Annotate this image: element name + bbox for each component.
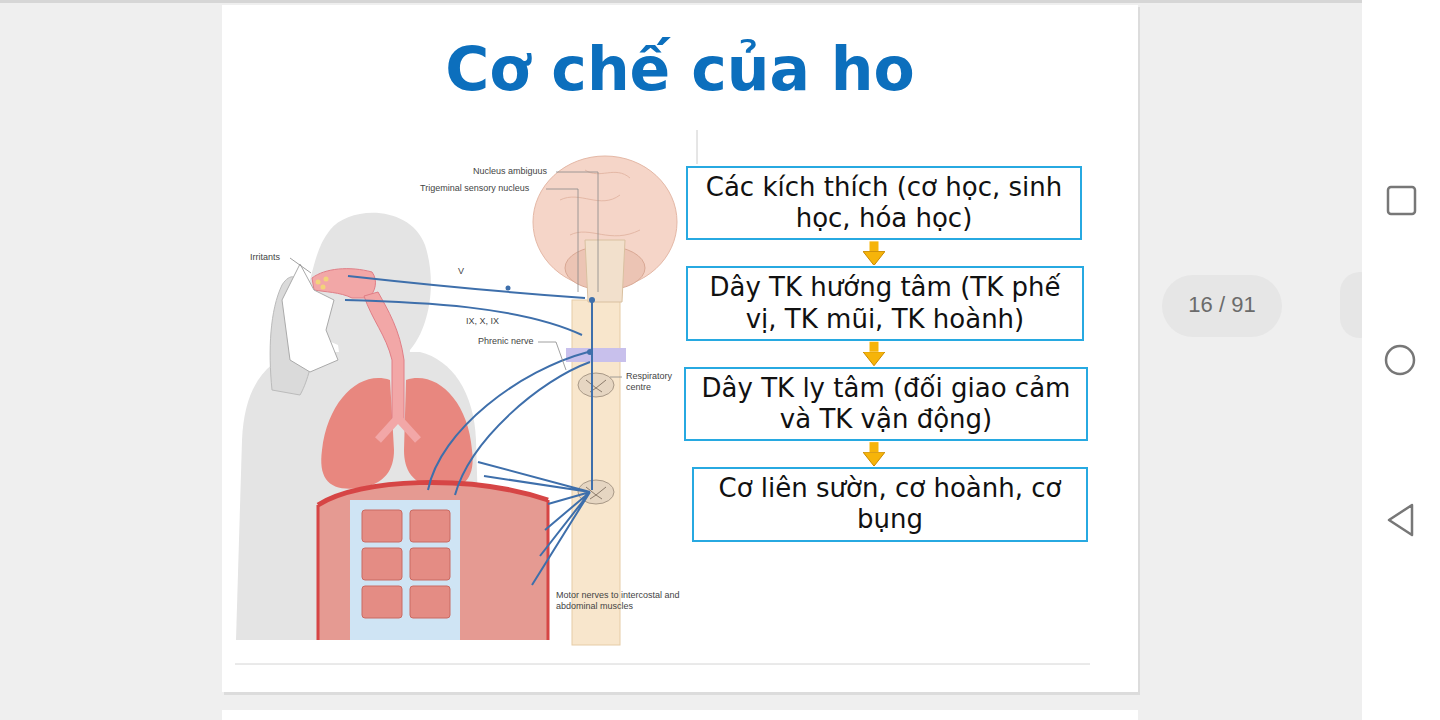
box-text: Dây TK hướng tâm (TK phế vị, TK mũi, TK … xyxy=(696,272,1074,334)
next-slide xyxy=(222,710,1138,720)
box-text: Cơ liên sườn, cơ hoành, cơ bụng xyxy=(702,473,1078,535)
rectus-block xyxy=(410,548,450,580)
diaphragm xyxy=(318,482,548,505)
grey-matter xyxy=(586,380,606,392)
process-box: Các kích thích (cơ học, sinh học, hóa họ… xyxy=(686,166,1082,240)
page-pill xyxy=(1162,275,1282,337)
trachea xyxy=(364,292,404,420)
abdominal-wall xyxy=(318,482,548,640)
top-edge xyxy=(0,0,1362,3)
rectus-block xyxy=(362,586,402,618)
phrenic-nerve xyxy=(455,362,590,495)
leader-lines xyxy=(290,172,622,377)
leader-line xyxy=(610,377,622,378)
nav-bar xyxy=(1362,0,1440,720)
flow-arrow xyxy=(870,241,879,251)
slide-title: Cơ chế của ho xyxy=(222,36,1138,102)
muscle-edge xyxy=(318,500,548,640)
rectus-block xyxy=(410,510,450,542)
box-text: Dây TK ly tâm (đối giao cảm và TK vận độ… xyxy=(694,373,1078,435)
irritant-dot xyxy=(316,280,321,285)
back-icon xyxy=(1389,505,1412,535)
anatomy-label: Motor nerves to intercostal and abdomina… xyxy=(556,590,682,613)
process-box: Dây TK hướng tâm (TK phế vị, TK mũi, TK … xyxy=(686,266,1084,340)
divider-line xyxy=(235,664,1090,665)
process-box: Dây TK ly tâm (đối giao cảm và TK vận độ… xyxy=(684,367,1088,441)
spinal-pathway xyxy=(591,298,593,490)
slide-page xyxy=(222,5,1138,692)
flow-arrow xyxy=(870,342,879,352)
irritant-dot xyxy=(324,277,329,282)
leader-line xyxy=(290,258,311,273)
nerve-dot xyxy=(506,286,511,291)
leader-line xyxy=(546,189,578,292)
divider-line xyxy=(697,130,698,164)
nerve-dot xyxy=(589,297,595,303)
leader-line xyxy=(538,342,566,370)
flow-arrow xyxy=(870,442,879,452)
brainstem xyxy=(585,240,625,302)
irritant-dot xyxy=(321,285,326,290)
rectus-block xyxy=(362,548,402,580)
motor-nerves xyxy=(478,462,590,585)
recent-icon xyxy=(1388,187,1415,214)
tissue xyxy=(282,264,338,372)
rectus-block xyxy=(410,586,450,618)
cord-section xyxy=(578,373,614,397)
anatomy-label: Nucleus ambiguus xyxy=(473,166,547,177)
anatomy-figure xyxy=(236,156,677,645)
glossopharyngeal-vagus-nerve xyxy=(345,300,582,335)
linea-alba xyxy=(350,500,460,640)
anatomy-label: Irritants xyxy=(250,252,280,263)
bronchi xyxy=(378,418,418,440)
nerve-label: Phrenic nerve xyxy=(478,336,534,347)
nerve-label: V xyxy=(458,266,464,277)
nerve-dot xyxy=(587,349,593,355)
rectus-block xyxy=(362,510,402,542)
page-counter: 16 / 91 xyxy=(1162,292,1282,318)
home-icon xyxy=(1386,346,1414,374)
trigeminal-nerve xyxy=(348,276,585,298)
anatomy-label: Respiratory centre xyxy=(626,371,682,394)
nerves xyxy=(345,276,592,585)
box-text: Các kích thích (cơ học, sinh học, hóa họ… xyxy=(696,172,1072,234)
leader-line xyxy=(556,172,598,292)
nerve-label: IX, X, IX xyxy=(466,316,499,327)
process-box: Cơ liên sườn, cơ hoành, cơ bụng xyxy=(692,467,1088,541)
anatomy-label: Trigeminal sensory nucleus xyxy=(420,183,529,194)
brain-folds xyxy=(560,170,640,236)
